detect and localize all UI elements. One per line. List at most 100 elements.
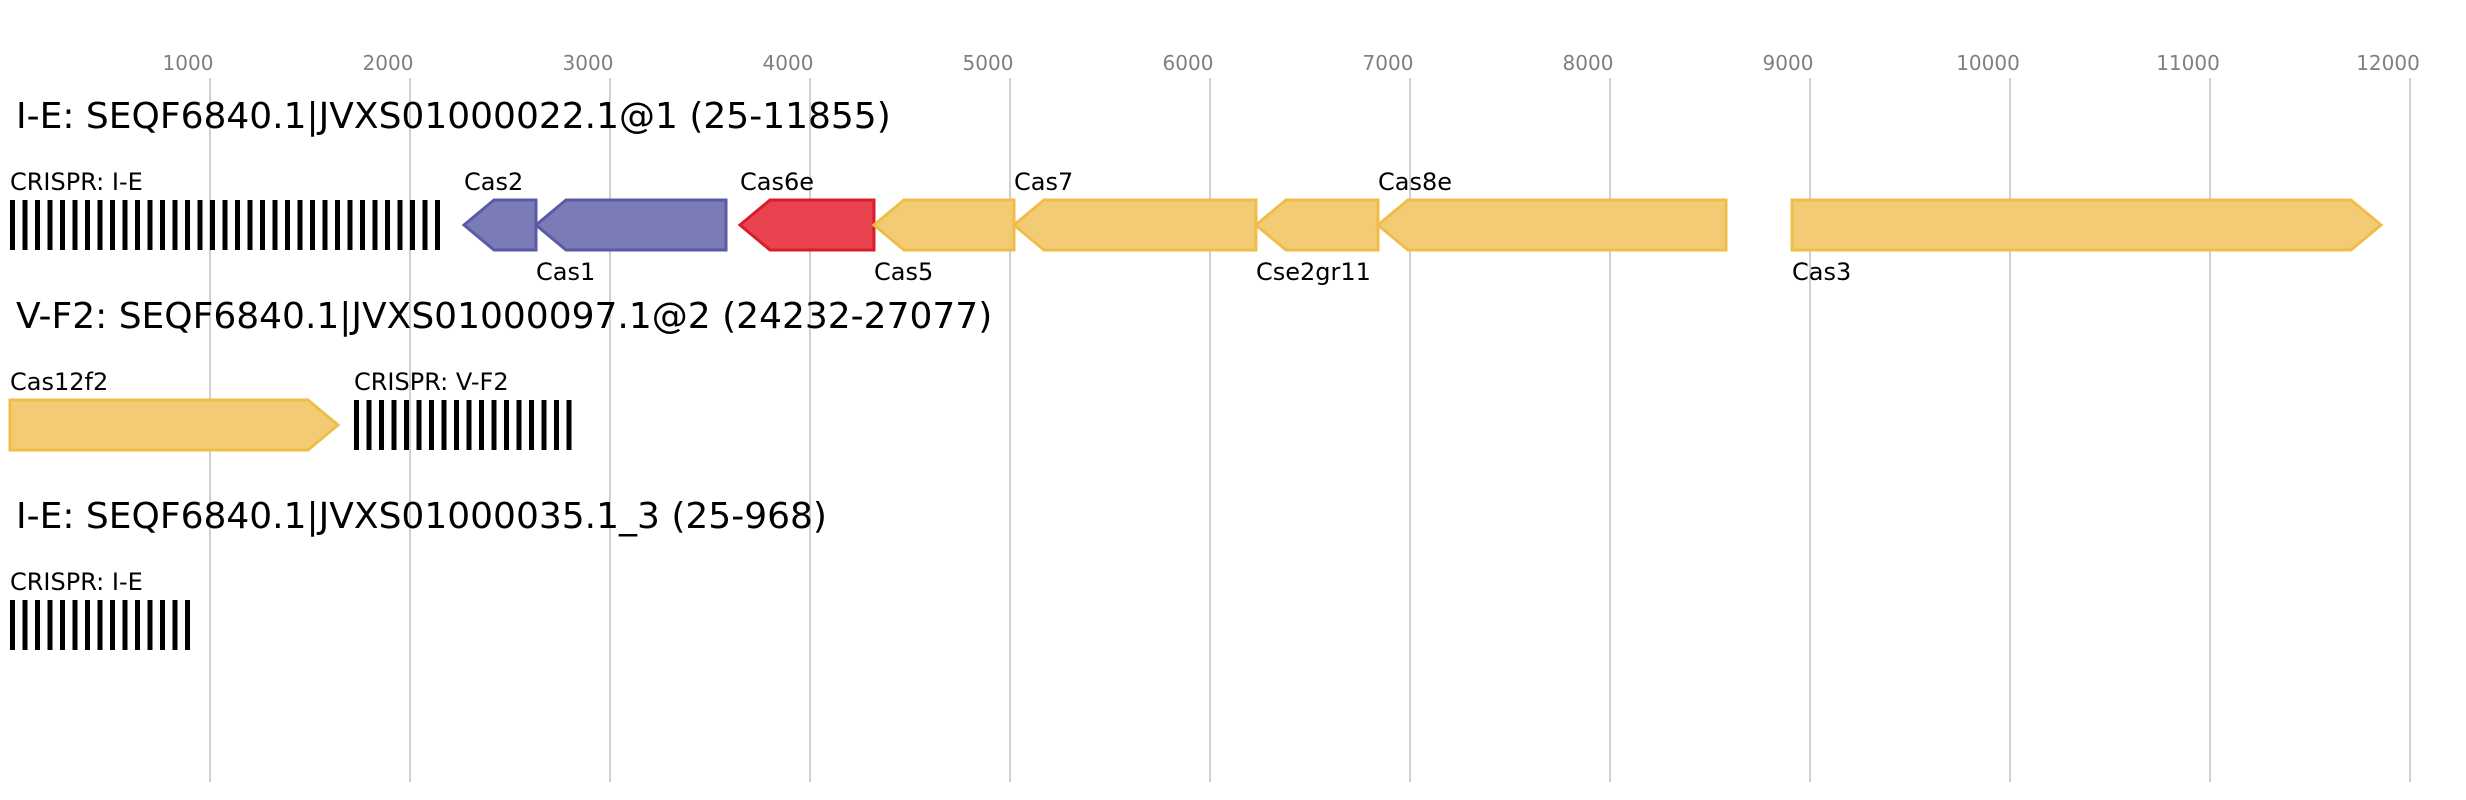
crispr-repeat	[47, 200, 53, 250]
crispr-repeat	[491, 400, 497, 450]
feature-label: Cas6e	[740, 168, 814, 196]
tick-label: 8000	[1563, 51, 1614, 75]
tick-label: 2000	[363, 51, 414, 75]
crispr-repeat	[310, 200, 315, 250]
crispr-repeat	[10, 200, 15, 250]
crispr-repeat	[260, 200, 265, 250]
crispr-repeat	[185, 200, 190, 250]
crispr-repeat	[566, 400, 572, 450]
crispr-repeat	[97, 600, 103, 650]
gene-cas12f2[interactable]: Cas12f2	[8, 368, 341, 452]
crispr-repeat	[185, 600, 190, 650]
crispr-repeat	[441, 400, 447, 450]
crispr-repeat	[60, 200, 65, 250]
crispr-repeat	[379, 400, 384, 450]
crispr-repeat	[454, 400, 459, 450]
crispr-repeat	[35, 200, 40, 250]
crispr-repeat	[554, 400, 559, 450]
tick-label: 4000	[763, 51, 814, 75]
crispr-repeat	[335, 200, 340, 250]
crispr-repeat	[422, 200, 428, 250]
feature-label: CRISPR: I-E	[10, 168, 143, 196]
crispr-repeat	[197, 200, 203, 250]
crispr-repeat	[35, 600, 40, 650]
tick-label: 1000	[163, 51, 214, 75]
gene-cas3[interactable]: Cas3	[1790, 198, 2384, 286]
crispr-repeat	[135, 200, 140, 250]
locus-row: V-F2: SEQF6840.1|JVXS01000097.1@2 (24232…	[8, 296, 992, 452]
crispr-repeat	[122, 200, 128, 250]
gene-arrow	[8, 398, 341, 452]
crispr-repeat	[529, 400, 534, 450]
crispr-repeat	[429, 400, 434, 450]
crispr-repeat	[147, 200, 153, 250]
feature-label: Cas8e	[1378, 168, 1452, 196]
locus-title: I-E: SEQF6840.1|JVXS01000022.1@1 (25-118…	[16, 96, 891, 137]
tick-label: 5000	[963, 51, 1014, 75]
crispr-repeat	[285, 200, 290, 250]
crispr-repeat	[397, 200, 403, 250]
crispr-repeat	[391, 400, 397, 450]
locus-title: V-F2: SEQF6840.1|JVXS01000097.1@2 (24232…	[16, 296, 992, 337]
crispr-repeat	[541, 400, 547, 450]
feature-label: CRISPR: I-E	[10, 568, 143, 596]
tick-label: 6000	[1163, 51, 1214, 75]
crispr-repeat	[47, 600, 53, 650]
crispr-repeat	[504, 400, 509, 450]
gene-cse2gr11[interactable]: Cse2gr11	[1253, 198, 1380, 286]
crispr-repeat	[72, 600, 78, 650]
feature-label: Cas2	[464, 168, 523, 196]
gene-arrow	[1790, 198, 2384, 252]
gene-arrow	[533, 198, 728, 252]
crispr-repeat	[347, 200, 353, 250]
gene-cas2[interactable]: Cas2	[461, 168, 538, 252]
crispr-repeat	[97, 200, 103, 250]
crispr-repeat	[10, 600, 15, 650]
crispr-repeat	[385, 200, 390, 250]
crispr-repeat	[416, 400, 422, 450]
gene-cas8e[interactable]: Cas8e	[1375, 168, 1728, 252]
feature-label: Cas5	[874, 258, 933, 286]
crispr-repeat	[479, 400, 484, 450]
crispr-repeat	[360, 200, 365, 250]
crispr-repeat	[172, 600, 178, 650]
crispr-repeat	[60, 600, 65, 650]
tick-label: 12000	[2356, 51, 2420, 75]
crispr-repeat	[135, 600, 140, 650]
crispr-repeat	[222, 200, 228, 250]
tick-label: 11000	[2156, 51, 2220, 75]
gene-arrow	[737, 198, 876, 252]
gene-arrow	[1011, 198, 1258, 252]
gene-cas5[interactable]: Cas5	[871, 198, 1016, 286]
tick-label: 3000	[563, 51, 614, 75]
feature-label: Cas1	[536, 258, 595, 286]
feature-label: Cas12f2	[10, 368, 108, 396]
feature-label: Cas3	[1792, 258, 1851, 286]
gene-arrow	[461, 198, 538, 252]
crispr-repeat	[366, 400, 372, 450]
feature-label: CRISPR: V-F2	[354, 368, 509, 396]
loci-layer: I-E: SEQF6840.1|JVXS01000022.1@1 (25-118…	[8, 96, 2384, 650]
gene-arrow	[1253, 198, 1380, 252]
locus-row: I-E: SEQF6840.1|JVXS01000022.1@1 (25-118…	[10, 96, 2384, 286]
crispr-repeat	[410, 200, 415, 250]
crispr-repeat	[322, 200, 328, 250]
crispr-repeat	[210, 200, 215, 250]
gene-cas6e[interactable]: Cas6e	[737, 168, 876, 252]
crispr-repeat	[354, 400, 359, 450]
tick-label: 10000	[1956, 51, 2020, 75]
locus-row: I-E: SEQF6840.1|JVXS01000035.1_3 (25-968…	[10, 496, 827, 650]
gene-cas7[interactable]: Cas7	[1011, 168, 1258, 252]
crispr-array[interactable]: CRISPR: V-F2	[354, 368, 572, 450]
crispr-repeat	[404, 400, 409, 450]
crispr-array[interactable]: CRISPR: I-E	[10, 568, 190, 650]
gene-cas1[interactable]: Cas1	[533, 198, 728, 286]
crispr-repeat	[22, 200, 28, 250]
crispr-repeat	[466, 400, 472, 450]
crispr-array[interactable]: CRISPR: I-E	[10, 168, 440, 250]
crispr-repeat	[160, 200, 165, 250]
tick-label: 7000	[1363, 51, 1414, 75]
crispr-repeat	[272, 200, 278, 250]
